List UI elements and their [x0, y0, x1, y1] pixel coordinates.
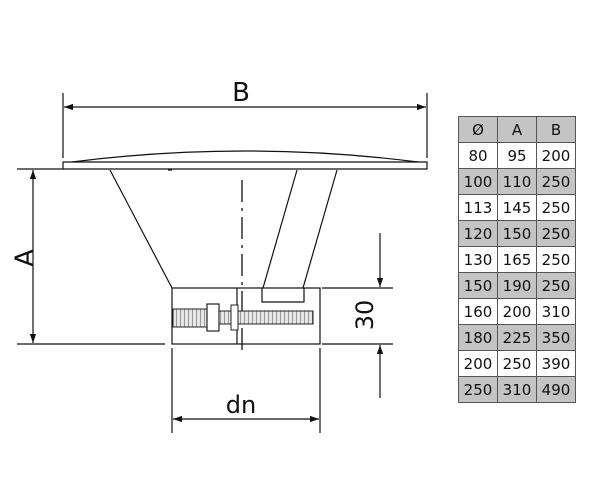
cell-diameter: 150 — [458, 272, 498, 299]
cell-b: 350 — [536, 324, 576, 351]
header-a: A — [497, 116, 537, 143]
cell-a: 250 — [497, 350, 537, 377]
cap-plate — [62, 161, 428, 170]
cell-a: 95 — [497, 142, 537, 169]
cell-diameter: 100 — [458, 168, 498, 195]
cell-diameter: 160 — [458, 298, 498, 325]
strut-outer — [302, 169, 338, 289]
cell-b: 250 — [536, 272, 576, 299]
cone-left-outer — [109, 169, 173, 289]
screw-thread — [218, 310, 314, 325]
cell-diameter: 180 — [458, 324, 498, 351]
cell-b: 250 — [536, 194, 576, 221]
label-30: 30 — [351, 300, 379, 331]
cell-diameter: 250 — [458, 376, 498, 403]
cell-diameter: 80 — [458, 142, 498, 169]
label-dn: dn — [226, 391, 256, 419]
cell-a: 145 — [497, 194, 537, 221]
cell-a: 165 — [497, 246, 537, 273]
cell-b: 200 — [536, 142, 576, 169]
label-b: B — [232, 78, 250, 108]
cell-a: 200 — [497, 298, 537, 325]
screw-nut — [206, 303, 220, 332]
screw-washer — [230, 304, 239, 331]
header-b: B — [536, 116, 576, 143]
cell-b: 310 — [536, 298, 576, 325]
cell-a: 150 — [497, 220, 537, 247]
collar-slot — [261, 288, 305, 303]
cell-b: 250 — [536, 220, 576, 247]
cell-diameter: 200 — [458, 350, 498, 377]
cell-a: 190 — [497, 272, 537, 299]
cell-b: 490 — [536, 376, 576, 403]
cell-b: 390 — [536, 350, 576, 377]
cell-b: 250 — [536, 246, 576, 273]
strut-inner — [262, 169, 298, 289]
cell-diameter: 113 — [458, 194, 498, 221]
cell-a: 310 — [497, 376, 537, 403]
cell-diameter: 130 — [458, 246, 498, 273]
table-header-row: Ø A B — [458, 116, 576, 143]
screw-head — [172, 308, 208, 328]
cell-a: 110 — [497, 168, 537, 195]
label-a: A — [11, 249, 41, 267]
header-diameter: Ø — [458, 116, 498, 143]
cell-a: 225 — [497, 324, 537, 351]
cell-b: 250 — [536, 168, 576, 195]
clamp-screw — [172, 303, 314, 332]
cap-dome — [71, 150, 419, 163]
cell-diameter: 120 — [458, 220, 498, 247]
